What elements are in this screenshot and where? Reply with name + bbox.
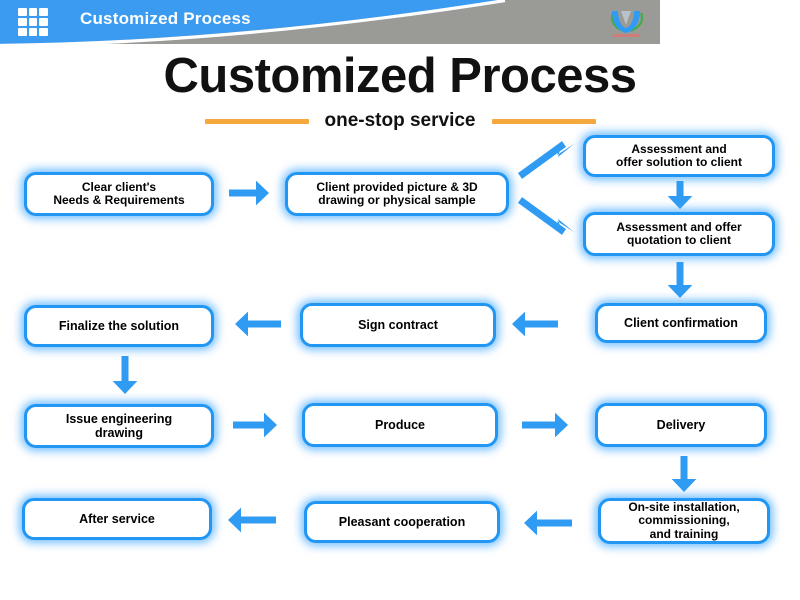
arrow-cooperation-to-after bbox=[228, 507, 276, 533]
brand-logo-icon bbox=[604, 4, 650, 42]
node-label-line: Produce bbox=[374, 418, 425, 432]
arrow-drawing-to-produce bbox=[233, 412, 277, 438]
process-node-pleasant-coop: Pleasant cooperation bbox=[304, 501, 500, 543]
arrow-needs-to-provided bbox=[229, 180, 269, 206]
process-node-onsite-install: On-site installation,commissioning,and t… bbox=[598, 498, 770, 544]
node-label-line: Clear client's bbox=[81, 179, 157, 194]
page-title: Customized Process bbox=[163, 49, 638, 103]
arrow-finalize-to-drawing bbox=[112, 356, 138, 394]
node-label-line: Client confirmation bbox=[624, 316, 738, 330]
header-bar: Customized Process bbox=[0, 0, 660, 44]
node-label-line: offer solution to client bbox=[616, 155, 742, 169]
arrow-provided-to-quotation bbox=[517, 196, 580, 236]
process-node-produce: Produce bbox=[302, 403, 498, 447]
node-label-line: Finalize the solution bbox=[58, 319, 180, 333]
grid-icon[interactable] bbox=[18, 8, 48, 36]
arrow-onsite-to-cooperation bbox=[524, 510, 572, 536]
arrow-solution-to-quotation bbox=[667, 181, 693, 209]
page-subtitle: one-stop service bbox=[324, 110, 476, 131]
header-gray-band bbox=[0, 0, 660, 44]
arrow-delivery-to-onsite bbox=[671, 456, 697, 492]
node-label-line: Assessment and offer bbox=[616, 219, 742, 234]
node-label-line: Assessment and bbox=[631, 141, 727, 156]
arrow-sign-to-finalize bbox=[235, 311, 281, 337]
node-label-line: Needs & Requirements bbox=[53, 193, 185, 207]
arrow-produce-to-delivery bbox=[522, 412, 568, 438]
node-label-line: commissioning, bbox=[638, 513, 730, 528]
arrow-provided-to-solution bbox=[517, 140, 580, 180]
node-label-line: quotation to client bbox=[627, 233, 731, 247]
arrow-confirm-to-sign bbox=[512, 311, 558, 337]
process-node-after-service: After service bbox=[22, 498, 212, 540]
process-node-delivery: Delivery bbox=[595, 403, 767, 447]
node-label-line: After service bbox=[79, 512, 155, 526]
process-node-finalize-solution: Finalize the solution bbox=[24, 305, 214, 347]
node-label-line: On-site installation, bbox=[628, 499, 740, 514]
process-node-sign-contract: Sign contract bbox=[300, 303, 496, 347]
arrow-quotation-to-confirm bbox=[667, 262, 693, 298]
node-label-line: Sign contract bbox=[358, 318, 438, 332]
node-label-line: Client provided picture & 3D bbox=[316, 179, 478, 194]
node-label-line: drawing or physical sample bbox=[318, 193, 476, 207]
node-label-line: and training bbox=[649, 526, 719, 541]
node-label-line: Pleasant cooperation bbox=[338, 515, 466, 529]
header-title: Customized Process bbox=[80, 9, 251, 28]
node-label-line: drawing bbox=[95, 426, 143, 440]
process-node-client-confirmation: Client confirmation bbox=[595, 303, 767, 343]
subtitle-row: one-stop service bbox=[0, 110, 800, 132]
rule-right bbox=[491, 118, 596, 124]
rule-left bbox=[204, 118, 309, 124]
node-label-line: Issue engineering bbox=[65, 412, 173, 426]
node-label-line: Delivery bbox=[656, 418, 706, 432]
